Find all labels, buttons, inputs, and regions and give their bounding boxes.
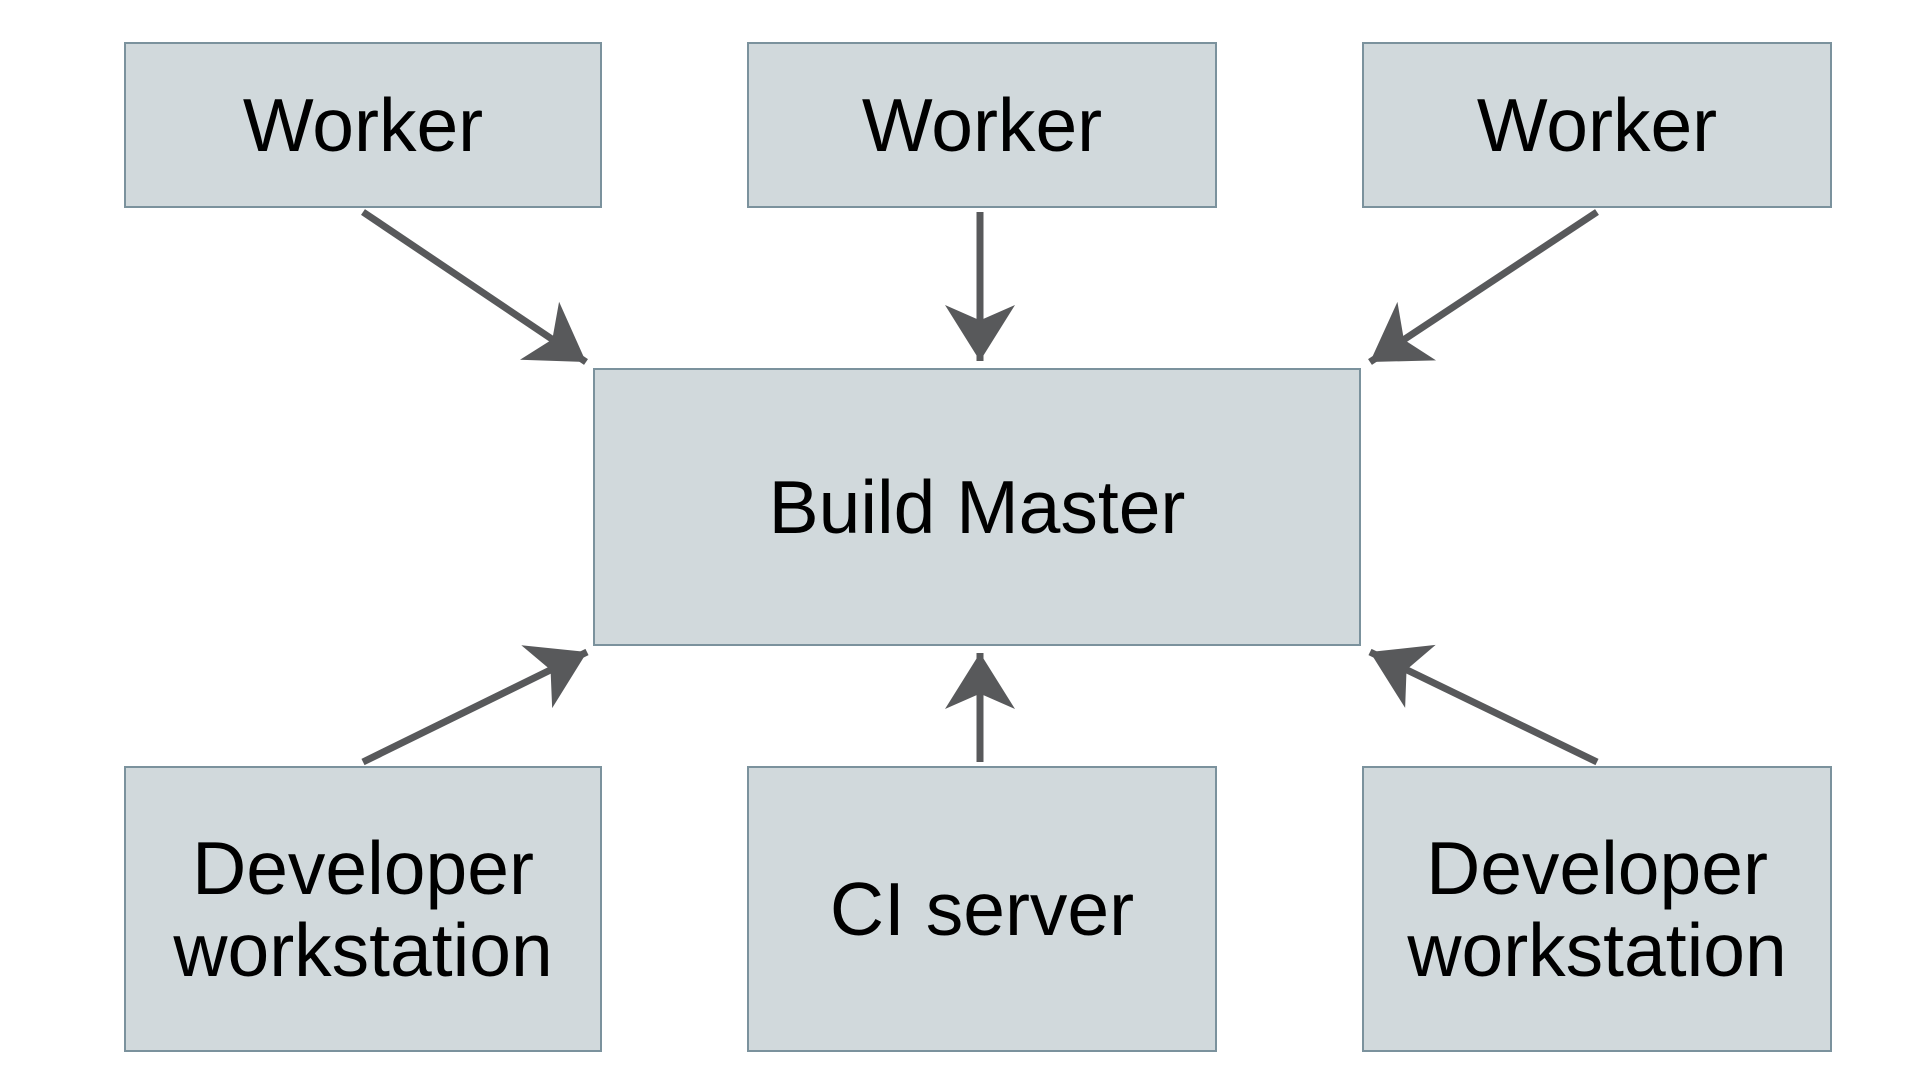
node-worker-3: Worker <box>1362 42 1832 208</box>
arrow-worker-1-to-build-master <box>361 209 588 365</box>
node-developer-workstation-right: Developer workstation <box>1362 766 1832 1052</box>
node-ci-server: CI server <box>747 766 1217 1052</box>
node-label-worker-1: Worker <box>242 82 484 167</box>
arrow-worker-3-to-build-master <box>1368 209 1599 365</box>
node-worker-2: Worker <box>747 42 1217 208</box>
node-build-master: Build Master <box>593 368 1361 646</box>
node-worker-1: Worker <box>124 42 602 208</box>
node-label-build-master: Build Master <box>768 464 1186 549</box>
arrow-developer-workstation-left-to-build-master <box>361 645 589 766</box>
node-label-worker-2: Worker <box>861 82 1103 167</box>
node-developer-workstation-left: Developer workstation <box>124 766 602 1052</box>
node-label-worker-3: Worker <box>1476 82 1718 167</box>
arrow-developer-workstation-right-to-build-master <box>1368 644 1599 766</box>
node-label-developer-workstation-left: Developer workstation <box>173 825 553 992</box>
node-label-ci-server: CI server <box>829 866 1135 951</box>
node-label-developer-workstation-right: Developer workstation <box>1407 825 1787 992</box>
